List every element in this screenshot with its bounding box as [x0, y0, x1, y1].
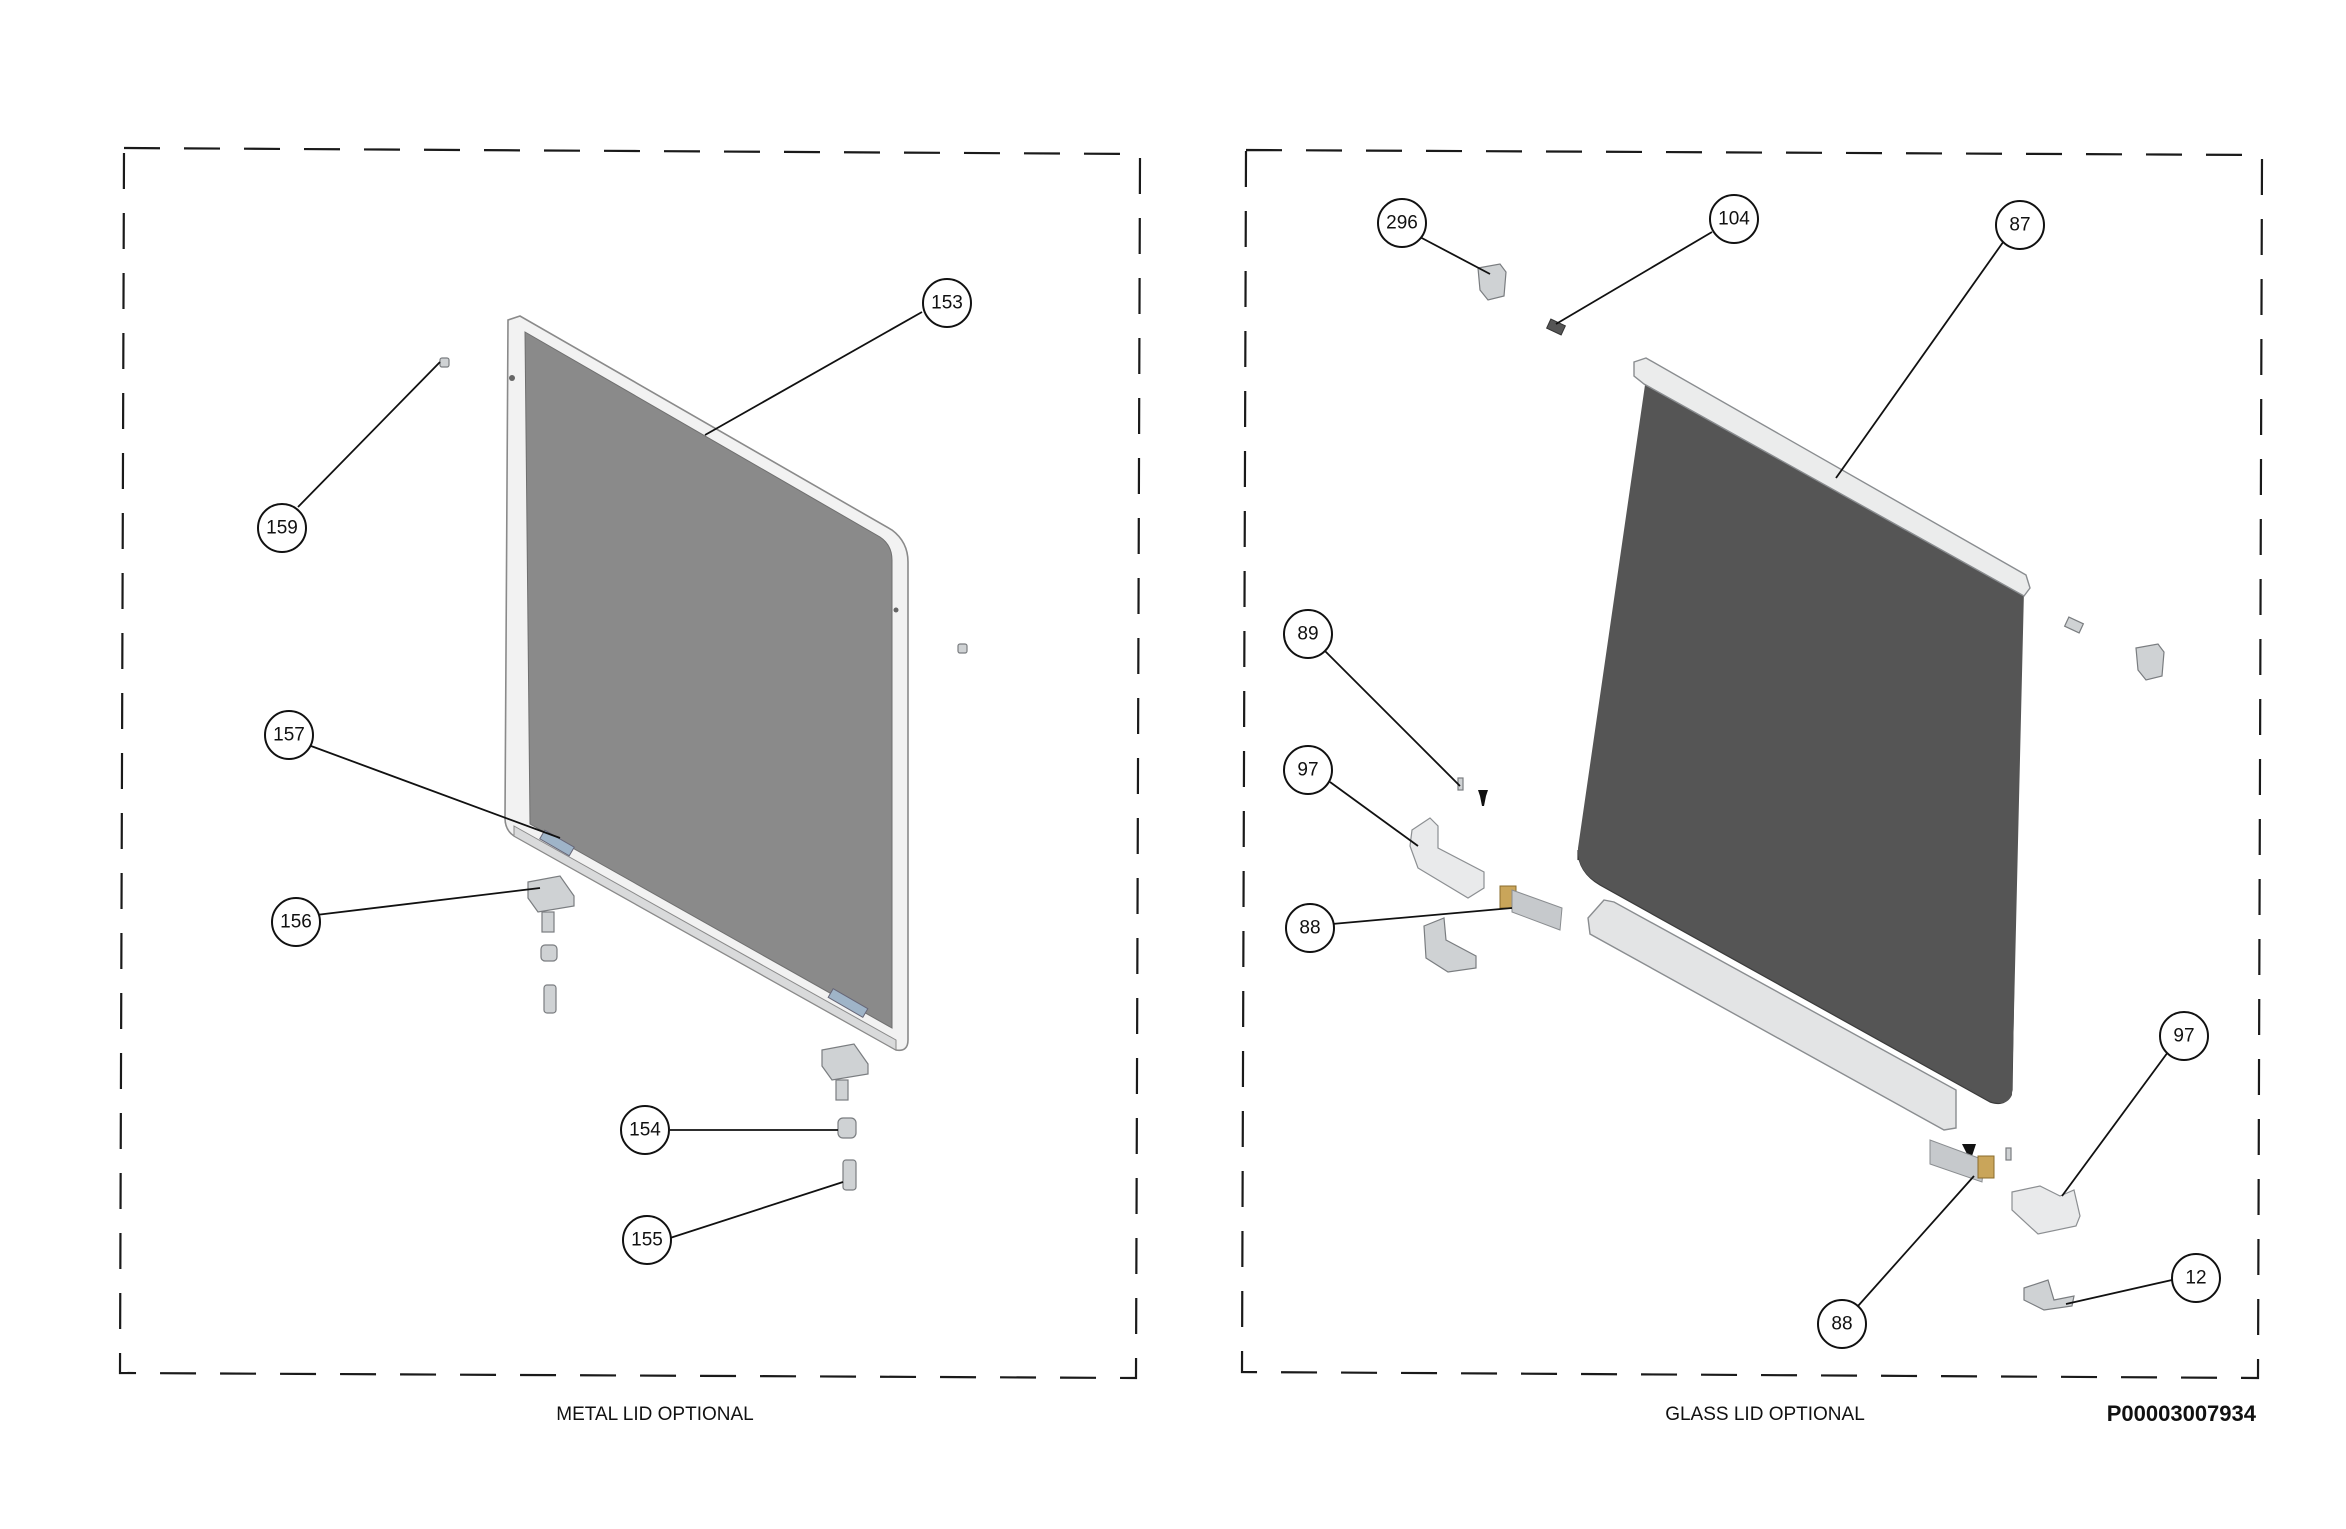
leader-97-left — [1329, 781, 1419, 847]
stop-104 — [1545, 318, 1567, 336]
svg-text:88: 88 — [1831, 1314, 1852, 1335]
screw — [2005, 1147, 2012, 1161]
glass-lid-part-87 — [1577, 357, 2031, 1131]
document-number: P00003007934 — [2107, 1401, 2257, 1426]
hinge-plate-12 — [2023, 1279, 2075, 1311]
glass-lid-dashed-frame — [1240, 148, 2264, 1380]
callout-156: 156 — [271, 897, 321, 947]
hinge-assembly-right — [821, 1043, 869, 1191]
leader-89 — [1321, 647, 1461, 787]
bracket-right — [2135, 643, 2165, 681]
svg-text:296: 296 — [1386, 213, 1418, 234]
glass-lid-top-rail — [1633, 357, 2031, 597]
metal-lid-part-153 — [504, 315, 909, 1052]
svg-text:87: 87 — [2009, 215, 2030, 236]
callout-153: 153 — [922, 278, 972, 328]
hinge-group-right — [1929, 1139, 2081, 1311]
hinge-plate — [1423, 917, 1477, 973]
leader-157 — [310, 745, 561, 839]
hinge-assembly-left — [527, 875, 575, 1014]
callout-157: 157 — [264, 710, 314, 760]
callout-97-right: 97 — [2159, 1011, 2209, 1061]
callout-97-left: 97 — [1283, 745, 1333, 795]
metal-lid-caption: METAL LID OPTIONAL — [556, 1404, 753, 1425]
pin-88 — [1511, 889, 1563, 931]
metal-lid-panel-sheet — [524, 331, 893, 1029]
callout-88-left: 88 — [1285, 903, 1335, 953]
callout-89: 89 — [1283, 609, 1333, 659]
leader-156 — [315, 887, 541, 916]
hinge-pin — [541, 911, 555, 933]
callout-155: 155 — [622, 1215, 672, 1265]
svg-text:155: 155 — [631, 1230, 663, 1251]
leader-88-left — [1331, 907, 1513, 925]
svg-text:159: 159 — [266, 518, 298, 539]
metal-lid-hole — [893, 607, 899, 613]
hinge-bracket-97 — [2011, 1185, 2081, 1235]
pin-88 — [1929, 1139, 1985, 1183]
svg-text:156: 156 — [280, 912, 312, 933]
callout-159: 159 — [257, 503, 307, 553]
bumper-159 — [439, 357, 450, 368]
hinge-bracket — [821, 1043, 869, 1081]
leader-97-right — [2061, 1051, 2169, 1197]
leader-12 — [2065, 1279, 2173, 1305]
svg-text:88: 88 — [1299, 918, 1320, 939]
leader-296 — [1417, 235, 1491, 275]
metal-lid-panel: 153 159 157 156 154 155 METAL LID OPTION… — [118, 146, 1142, 1425]
svg-text:97: 97 — [2173, 1026, 2194, 1047]
bushing-154 — [837, 1117, 857, 1139]
stop-right — [2063, 616, 2085, 634]
hinge-bracket-156 — [527, 875, 575, 913]
screw-head — [1962, 1144, 1976, 1156]
screw-155 — [543, 984, 557, 1014]
svg-text:157: 157 — [273, 725, 305, 746]
hinge-group-left — [1409, 777, 1563, 973]
screw-155 — [842, 1159, 857, 1191]
hinge-pin — [835, 1079, 849, 1101]
bumper-right — [957, 643, 968, 654]
callout-104: 104 — [1709, 194, 1759, 244]
hinge-bracket-97 — [1409, 817, 1485, 899]
leader-104 — [1555, 231, 1713, 325]
callout-296: 296 — [1377, 198, 1427, 248]
svg-text:153: 153 — [931, 293, 963, 314]
bushing-154 — [540, 944, 558, 962]
svg-text:97: 97 — [1297, 760, 1318, 781]
svg-text:89: 89 — [1297, 624, 1318, 645]
glass-lid-bottom-rail — [1587, 899, 1957, 1131]
leader-153 — [704, 311, 923, 436]
leader-88-right — [1857, 1175, 1975, 1307]
callout-87: 87 — [1995, 200, 2045, 250]
callout-88-right: 88 — [1817, 1299, 1867, 1349]
svg-text:154: 154 — [629, 1120, 661, 1141]
leader-87 — [1835, 237, 2007, 479]
callout-154: 154 — [620, 1105, 670, 1155]
metal-lid-bottom-rail — [513, 825, 897, 1051]
svg-text:12: 12 — [2185, 1268, 2206, 1289]
screw-89-head — [1478, 790, 1488, 806]
lid-hinge-plate — [827, 987, 869, 1019]
leader-155 — [669, 1181, 844, 1239]
glass-lid-caption: GLASS LID OPTIONAL — [1665, 1404, 1865, 1425]
svg-text:104: 104 — [1718, 209, 1750, 230]
bracket-296 — [1477, 263, 1507, 301]
metal-lid-hole — [509, 375, 515, 381]
callout-12: 12 — [2171, 1253, 2221, 1303]
pin-collar-88 — [1977, 1155, 1995, 1179]
glass-lid-panel: 296 104 87 89 97 88 97 88 12 GLASS LID O… — [1240, 148, 2264, 1425]
glass-lid-panel-sheet-fill — [1577, 378, 2024, 1104]
metal-lid-dashed-frame — [118, 146, 1142, 1380]
leader-159 — [297, 361, 441, 508]
